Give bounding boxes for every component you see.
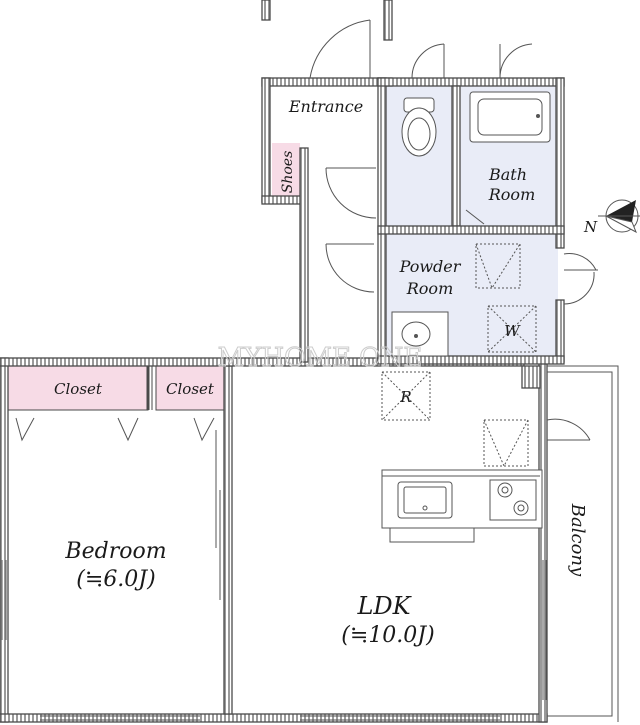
stove-icon [489, 479, 537, 521]
compass-north-label: N [583, 218, 598, 236]
fridge-box [381, 371, 431, 421]
bedroom-size-label: (≒6.0J) [76, 567, 155, 592]
storage-box [475, 243, 521, 290]
appliance-box [483, 419, 529, 468]
toilet-icon [401, 97, 437, 157]
compass-icon: N [583, 199, 640, 236]
walls [0, 0, 565, 723]
balcony-outline [547, 365, 619, 722]
sink-icon [397, 481, 453, 519]
shoes-area [272, 143, 300, 199]
balcony-label: Balcony [567, 503, 588, 577]
fixtures [381, 91, 551, 543]
entrance-label: Entrance [288, 97, 363, 116]
washbasin-icon [391, 311, 449, 357]
room-labels: Entrance Shoes Bath Room Powder Room W R… [54, 97, 588, 648]
ldk-size-label: (≒10.0J) [341, 623, 434, 648]
ldk-label: LDK [356, 592, 412, 620]
doors [309, 19, 598, 441]
closet-left-label: Closet [54, 380, 103, 398]
kitchen-counter [381, 469, 543, 543]
powder-label-line2: Room [406, 279, 453, 298]
closet-outlines [7, 365, 225, 442]
bedroom-label: Bedroom [64, 539, 166, 564]
shoes-label: Shoes [280, 151, 296, 194]
washer-box [487, 305, 537, 353]
windows [1, 430, 547, 721]
bath-label-line2: Room [488, 185, 535, 204]
powder-label-line1: Powder [399, 257, 462, 276]
closet-right-area [156, 366, 224, 410]
bathtub-icon [469, 91, 551, 143]
fridge-label: R [399, 388, 411, 406]
closet-right-label: Closet [166, 380, 215, 398]
bath-label-line1: Bath [488, 165, 527, 184]
watermark: MYHOME ONE [218, 343, 423, 373]
washer-label: W [504, 322, 521, 340]
closet-left-area [8, 366, 148, 410]
